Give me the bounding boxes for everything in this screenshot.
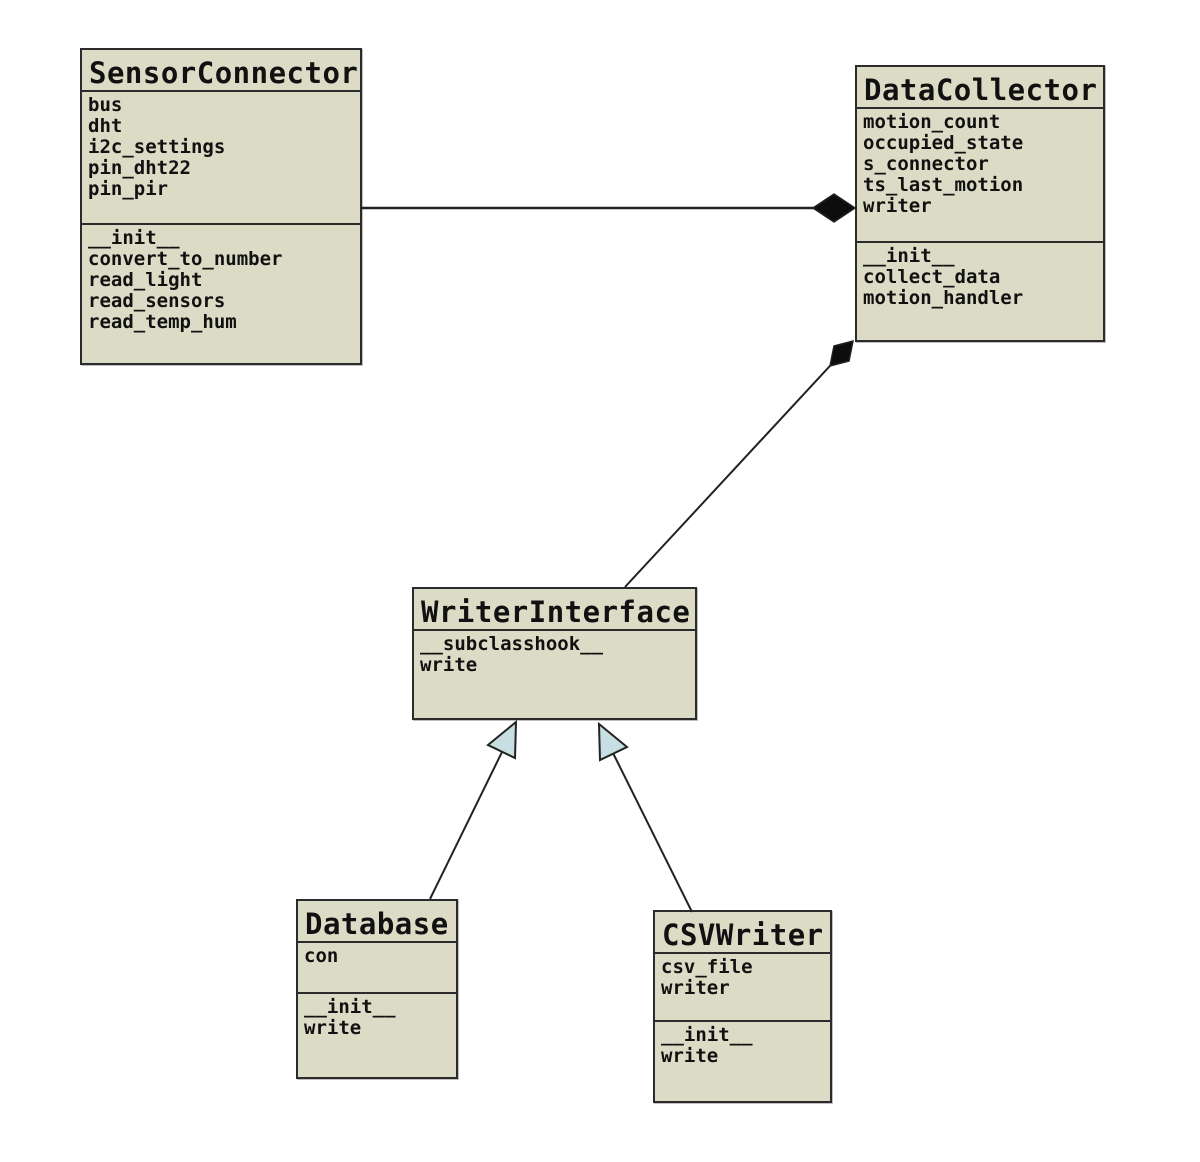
member-line: ts_last_motion (863, 174, 1024, 196)
member-line: __init__ (863, 245, 955, 267)
member-line: con (304, 945, 339, 967)
member-line: motion_handler (863, 287, 1024, 309)
member-line: write (420, 654, 478, 676)
class-box-writerinterface: WriterInterface __subclasshook__write (412, 587, 697, 720)
member-line: csv_file (661, 956, 753, 978)
class-title: DataCollector (857, 67, 1103, 109)
inheritance-triangle-icon (486, 719, 518, 760)
inheritance-triangle-icon (597, 721, 629, 762)
member-line: collect_data (863, 266, 1001, 288)
member-line: write (304, 1017, 362, 1039)
class-title: Database (298, 901, 456, 943)
composition-diamond-icon (811, 193, 857, 223)
inheritance-line-csvwriter-writerinterface (612, 752, 693, 913)
class-title: WriterInterface (414, 589, 695, 631)
member-line: read_temp_hum (88, 311, 237, 333)
member-line: s_connector (863, 153, 989, 175)
member-line: convert_to_number (88, 248, 283, 270)
member-line: pin_pir (88, 178, 169, 200)
class-title: SensorConnector (82, 50, 360, 92)
member-line: writer (863, 195, 932, 217)
member-line: motion_count (863, 111, 1001, 133)
class-methods: __subclasshook__write (414, 631, 695, 718)
member-line: bus (88, 94, 123, 116)
inheritance-line-database-writerinterface (429, 751, 503, 900)
class-box-database: Database con __init__write (296, 899, 458, 1079)
member-line: i2c_settings (88, 136, 226, 158)
class-attributes: con (298, 943, 456, 994)
member-line: occupied_state (863, 132, 1024, 154)
class-methods: __init__write (655, 1022, 830, 1101)
class-title: CSVWriter (655, 912, 830, 954)
member-line: write (661, 1045, 719, 1067)
composition-line-writerinterface-datacollector (624, 353, 842, 588)
member-line: __subclasshook__ (420, 633, 604, 655)
member-line: pin_dht22 (88, 157, 191, 179)
composition-diamond-icon (829, 339, 854, 368)
member-line: dht (88, 115, 123, 137)
member-line: __init__ (88, 227, 180, 249)
member-line: read_sensors (88, 290, 226, 312)
member-line: __init__ (304, 996, 396, 1018)
member-line: __init__ (661, 1024, 753, 1046)
member-line: writer (661, 977, 730, 999)
member-line: read_light (88, 269, 203, 291)
class-methods: __init__write (298, 994, 456, 1077)
